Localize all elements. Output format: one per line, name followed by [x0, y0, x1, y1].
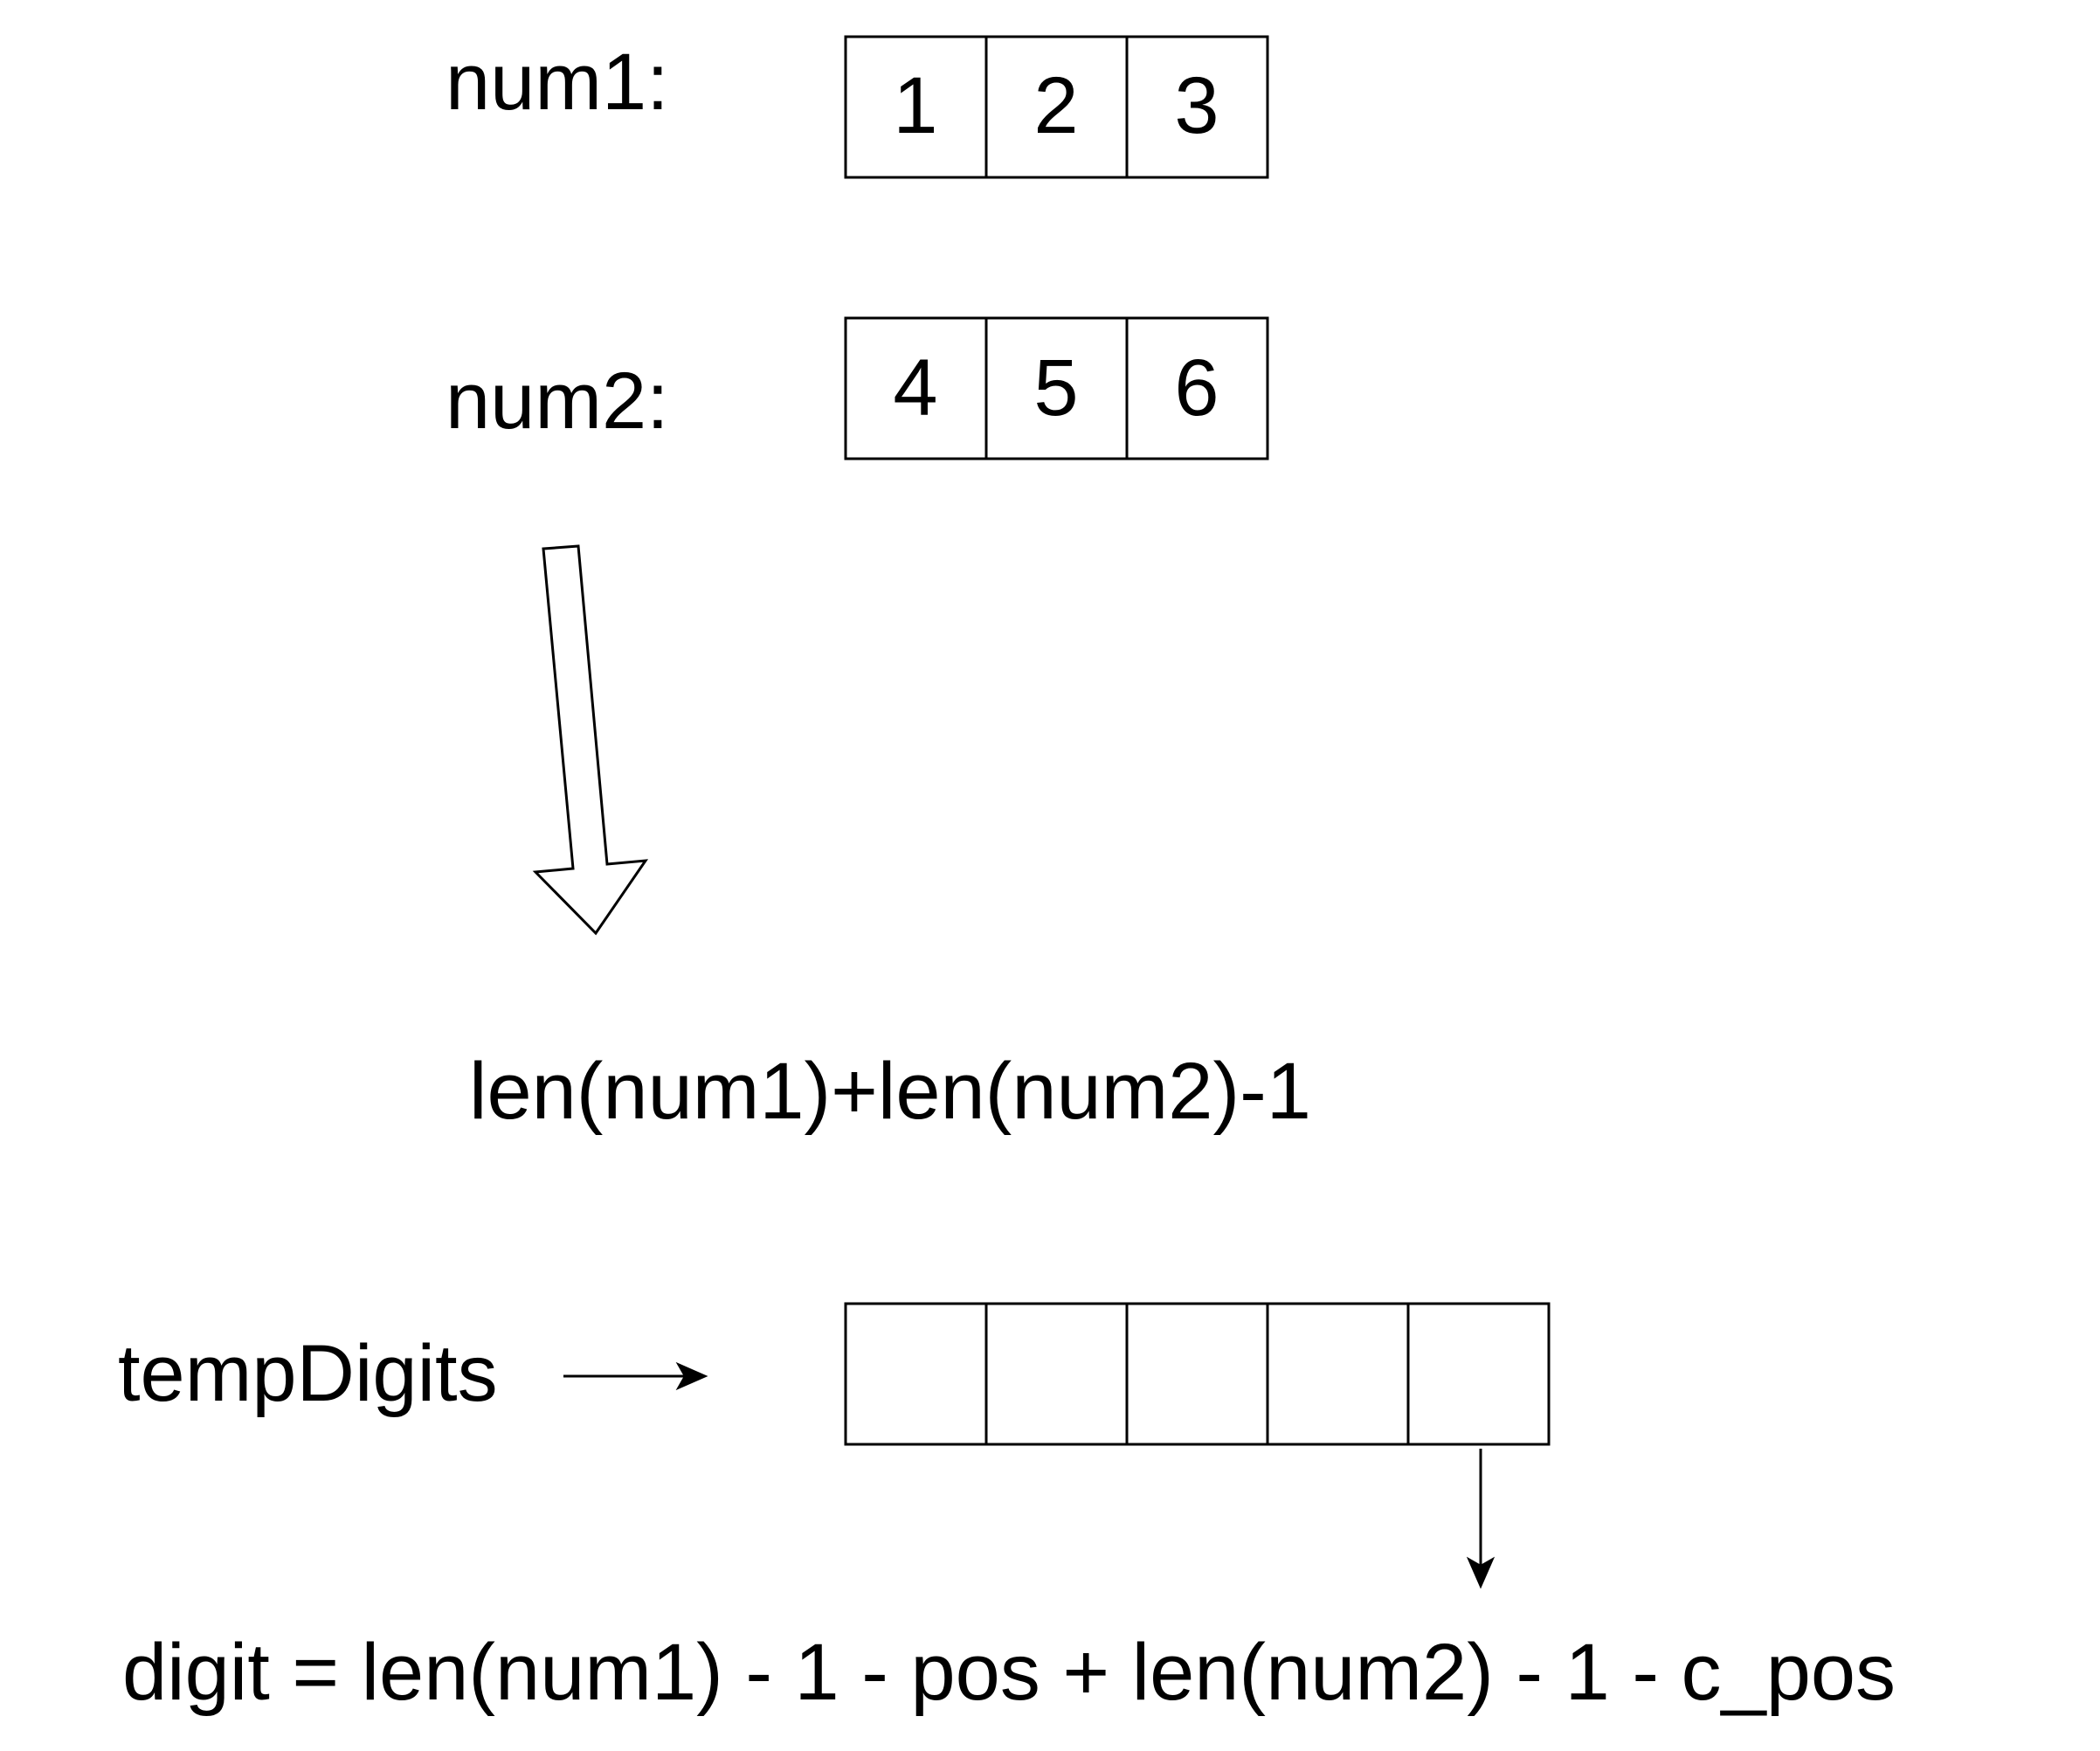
num1-cell-value: 1	[893, 61, 937, 150]
hollow-down-arrow-icon	[532, 544, 649, 936]
num1-cell-0	[844, 35, 988, 179]
right-arrow-icon	[563, 1361, 708, 1391]
temp-digits-cell	[1125, 1302, 1269, 1446]
num1-cell-1	[984, 35, 1129, 179]
temp-digits-cell	[1406, 1302, 1551, 1446]
num2-cell-value: 5	[1033, 343, 1078, 433]
num2-cell-2	[1125, 316, 1269, 460]
num2-cell-value: 6	[1174, 343, 1219, 433]
num2-label: num2:	[446, 356, 669, 446]
num2-cell-1	[984, 316, 1129, 460]
temp-digits-label: tempDigits	[118, 1329, 498, 1418]
num2-cell-value: 4	[893, 343, 937, 433]
temp-digits-array	[844, 1302, 1551, 1446]
num1-cell-value: 2	[1033, 61, 1078, 150]
down-arrow-icon	[1466, 1449, 1496, 1589]
temp-digits-cell	[1266, 1302, 1410, 1446]
num1-label: num1:	[446, 38, 669, 127]
num1-array: 1 2 3	[844, 35, 1269, 179]
temp-digits-cell	[984, 1302, 1129, 1446]
num2-array: 4 5 6	[844, 316, 1269, 460]
digit-formula: digit = len(num1) - 1 - pos + len(num2) …	[122, 1628, 1896, 1717]
num1-cell-2	[1125, 35, 1269, 179]
temp-digits-cell	[844, 1302, 988, 1446]
length-formula: len(num1)+len(num2)-1	[469, 1047, 1311, 1136]
num1-cell-value: 3	[1174, 61, 1219, 150]
